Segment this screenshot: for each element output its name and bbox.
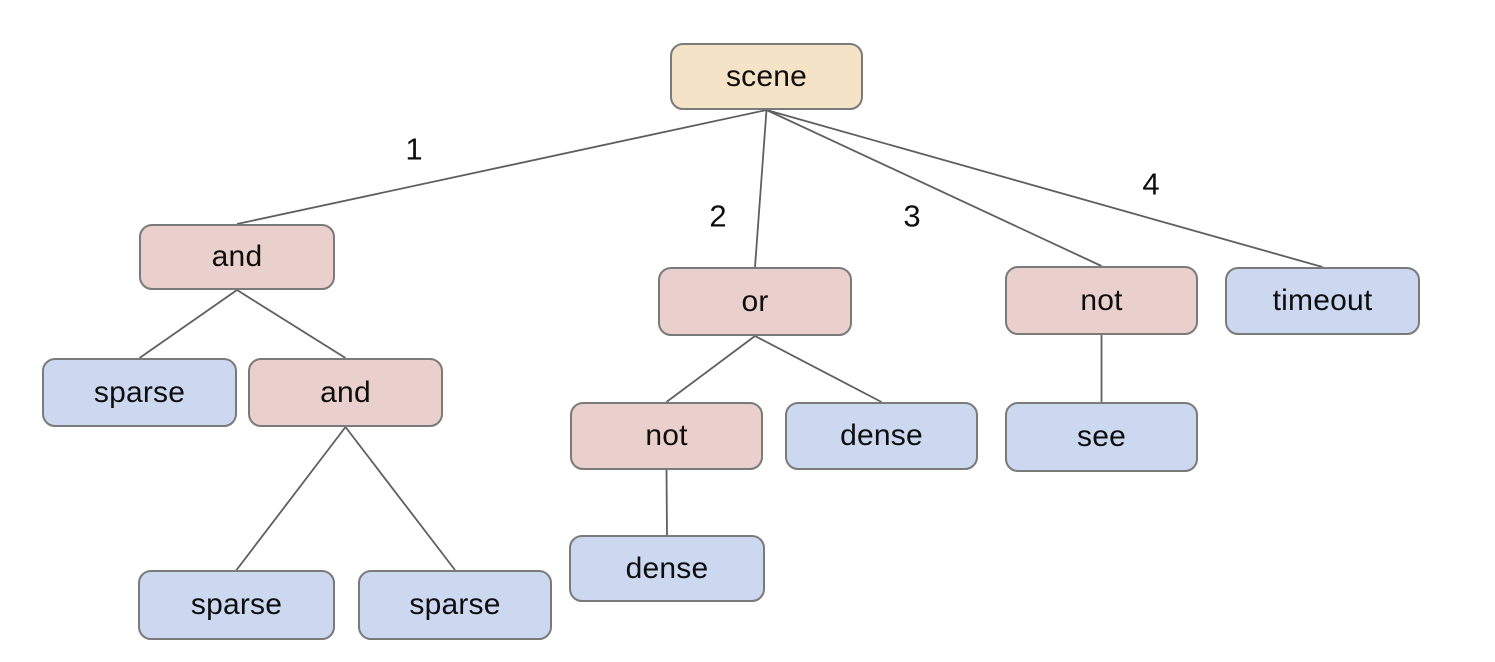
tree-node-sparse1: sparse — [42, 358, 237, 427]
tree-edge-and2-sparse2 — [235, 426, 347, 571]
tree-node-not2: not — [570, 402, 763, 470]
tree-node-scene: scene — [670, 43, 863, 110]
tree-node-sparse2: sparse — [138, 570, 335, 640]
tree-node-or1: or — [658, 267, 852, 336]
tree-edge-and2-sparse3 — [344, 426, 456, 571]
tree-edge-or1-not2 — [665, 335, 756, 403]
tree-node-dense1: dense — [785, 402, 978, 470]
tree-edge-scene-or1 — [754, 109, 768, 268]
tree-edge-and1-and2 — [236, 289, 346, 359]
tree-node-sparse3: sparse — [358, 570, 552, 640]
edge-label-2: 2 — [709, 199, 726, 234]
tree-edge-not2-dense2 — [665, 469, 668, 536]
tree-node-and2: and — [248, 358, 443, 427]
tree-edge-or1-dense1 — [754, 335, 882, 403]
tree-node-see: see — [1005, 402, 1198, 472]
tree-edge-scene-and1 — [236, 109, 767, 225]
edge-label-4: 4 — [1142, 167, 1159, 202]
edge-label-1: 1 — [405, 132, 422, 167]
edge-label-3: 3 — [903, 199, 920, 234]
tree-node-and1: and — [139, 224, 335, 290]
tree-edge-scene-not1 — [766, 109, 1102, 267]
tree-node-timeout: timeout — [1225, 267, 1420, 335]
tree-node-dense2: dense — [569, 535, 765, 602]
tree-edge-scene-timeout — [766, 109, 1323, 268]
tree-edge-and1-sparse1 — [138, 289, 238, 359]
tree-node-not1: not — [1005, 266, 1198, 335]
